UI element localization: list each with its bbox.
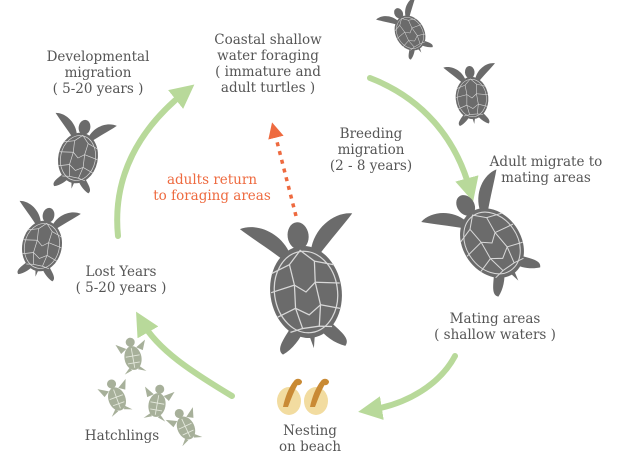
turtle-icon [421, 169, 557, 309]
label-coastal-foraging: Coastal shallow water foraging ( immatur… [193, 32, 343, 96]
egg-icon [277, 379, 302, 415]
label-nesting: Nesting on beach [258, 423, 362, 455]
label-breeding-migration: Breeding migration (2 - 8 years) [312, 126, 430, 174]
label-developmental-migration: Developmental migration ( 5-20 years ) [30, 49, 166, 97]
hatchling-icon [115, 335, 151, 375]
label-adults-return: adults return to foraging areas [142, 172, 282, 204]
arrow-lost-years [142, 322, 232, 396]
turtle-icon [443, 63, 500, 127]
turtle-icon [376, 0, 441, 65]
turtle-icon [240, 213, 371, 359]
egg-icon [304, 379, 329, 415]
label-hatchlings: Hatchlings [72, 428, 172, 444]
hatchling-icon [96, 375, 136, 419]
hatchling-icon [140, 382, 176, 422]
label-lost-years: Lost Years ( 5-20 years ) [58, 264, 184, 296]
arrow-developmental-migration [117, 92, 185, 236]
label-mating-areas: Mating areas ( shallow waters ) [422, 311, 568, 343]
arrow-to-nesting [370, 356, 455, 410]
turtle-icon [41, 112, 117, 196]
label-adult-migrate: Adult migrate to mating areas [481, 154, 611, 186]
